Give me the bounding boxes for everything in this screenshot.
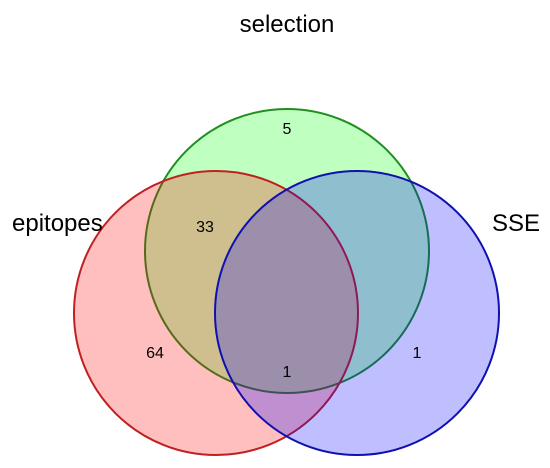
sse-set-label: SSE xyxy=(492,210,540,237)
sse-circle xyxy=(214,170,500,456)
sse-only-count: 1 xyxy=(413,345,422,362)
selection-epitopes-count: 33 xyxy=(196,219,214,236)
epitopes-only-count: 64 xyxy=(146,345,164,362)
selection-only-count: 5 xyxy=(283,121,292,138)
selection-set-label: selection xyxy=(240,11,335,38)
epitopes-sse-count: 1 xyxy=(283,364,292,381)
epitopes-set-label: epitopes xyxy=(12,210,103,237)
